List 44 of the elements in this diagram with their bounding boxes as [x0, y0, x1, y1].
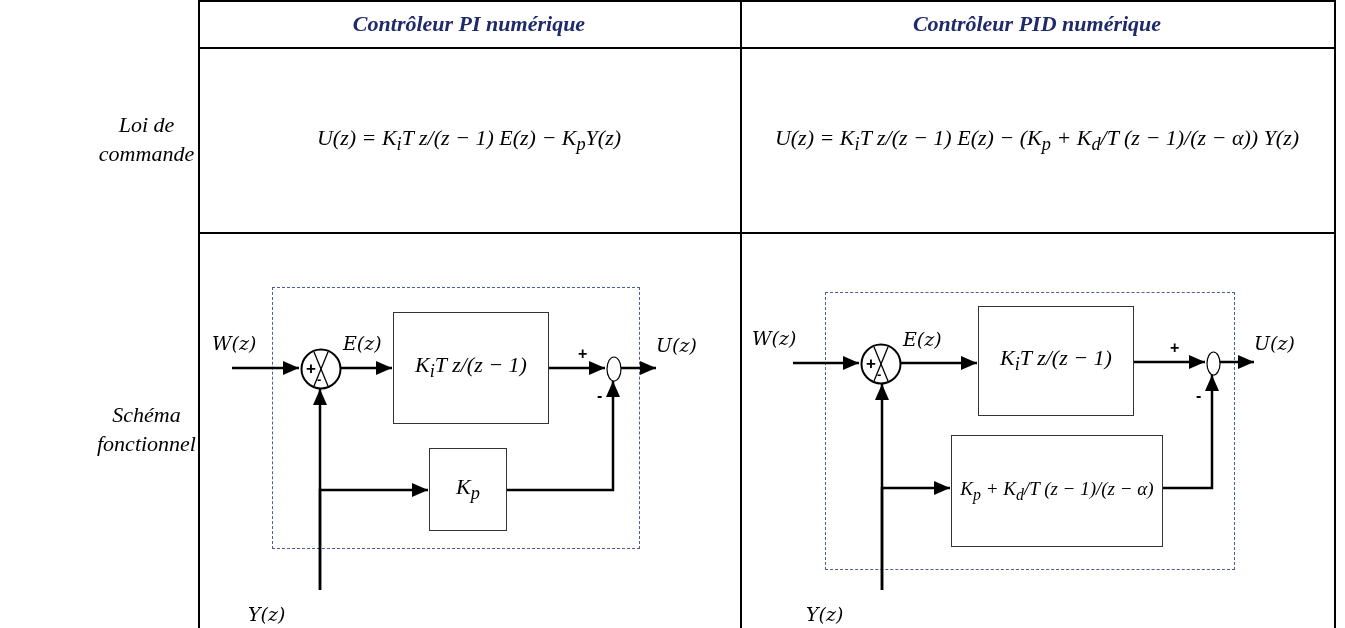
- arrow: [621, 361, 656, 375]
- signal-label: Y(z): [248, 590, 323, 624]
- row-header: Loi de commande: [97, 111, 196, 168]
- arrow: [901, 356, 977, 370]
- column-header: Contrôleur PID numérique: [912, 10, 1162, 37]
- formula: U(z) = K$_{i}$T z/(z − 1) E(z) − K$_{p}$Y(z): [315, 124, 623, 156]
- dashed-frame: [272, 287, 640, 549]
- arrow: [548, 361, 605, 375]
- edge-label: -: [597, 388, 603, 404]
- signal-label: U(z): [1254, 334, 1314, 366]
- minus-sign: -: [877, 368, 882, 381]
- signal-label: W(z): [212, 334, 270, 368]
- edge-label: -: [1196, 388, 1202, 404]
- transfer-function-box: K$_{p}$: [429, 448, 507, 531]
- transfer-function-box: K$_{i}$T z/(z − 1): [978, 306, 1134, 416]
- column-header: Contrôleur PI numérique: [352, 10, 586, 37]
- arrow: [506, 381, 620, 492]
- transfer-function-box: K$_{p}$ + K$_{d}$/T (z − 1)/(z − α): [951, 435, 1163, 547]
- edge-label: E(z): [343, 334, 382, 353]
- summing-junction: [860, 343, 902, 385]
- row-header: Schéma fonctionnel: [96, 401, 197, 458]
- plus-sign: +: [306, 360, 316, 377]
- arrow: [1162, 375, 1219, 490]
- summing-junction: [300, 348, 342, 390]
- summing-point: [1206, 351, 1221, 376]
- plus-sign: +: [866, 355, 876, 372]
- dashed-frame: [825, 292, 1235, 570]
- arrow: [880, 481, 950, 590]
- signal-label: W(z): [752, 329, 812, 363]
- arrow: [232, 361, 299, 375]
- summing-point: [606, 356, 622, 382]
- edge-label: +: [578, 346, 588, 362]
- minus-sign: -: [317, 373, 322, 386]
- edge-label: E(z): [903, 330, 942, 349]
- arrow: [793, 356, 859, 370]
- signal-label: U(z): [656, 336, 716, 368]
- transfer-function-box: K$_{i}$T z/(z − 1): [393, 312, 549, 424]
- arrow: [1220, 355, 1254, 369]
- arrow: [341, 361, 392, 375]
- arrow: [1133, 355, 1205, 369]
- signal-label: Y(z): [806, 590, 886, 624]
- arrow: [318, 483, 428, 590]
- formula: U(z) = K$_{i}$T z/(z − 1) E(z) − (K$_{p}$ + K$_{d}$/T (z − 1)/(z − α)) Y(z): [773, 124, 1301, 156]
- edge-label: +: [1170, 340, 1180, 356]
